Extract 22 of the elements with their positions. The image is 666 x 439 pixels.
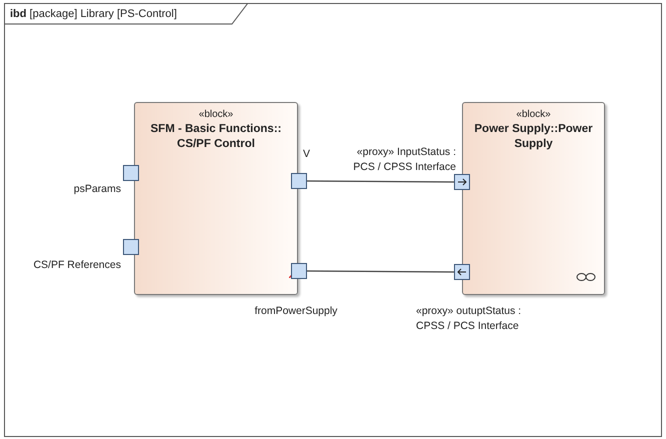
frame-title: ibd [package] Library [PS-Control] [10,8,177,20]
port-label: «proxy» InputStatus : PCS / CPSS Interface [352,145,456,174]
port-square [123,239,139,255]
connector-line [307,180,454,183]
block-name: SFM - Basic Functions:: CS/PF Control [150,122,282,152]
block-box [134,102,298,295]
port-label: psParams [72,182,121,197]
port-square [454,174,470,190]
port-label: fromPowerSupply [254,304,338,319]
block-box [462,102,605,295]
port-label: CS/PF References [32,258,121,273]
block-name: Power Supply::Power Supply [473,122,594,152]
port-square [291,173,307,189]
stereotype-label: «block» [515,109,552,120]
port-square [454,264,470,280]
port-square [123,165,139,181]
stereotype-label: «block» [198,109,234,120]
diagram-frame [4,3,662,437]
port-square [291,263,307,279]
connector-line [307,270,454,273]
port-marker-label: V [303,147,312,162]
port-label: «proxy» outuptStatus : CPSS / PCS Interface [416,304,522,334]
